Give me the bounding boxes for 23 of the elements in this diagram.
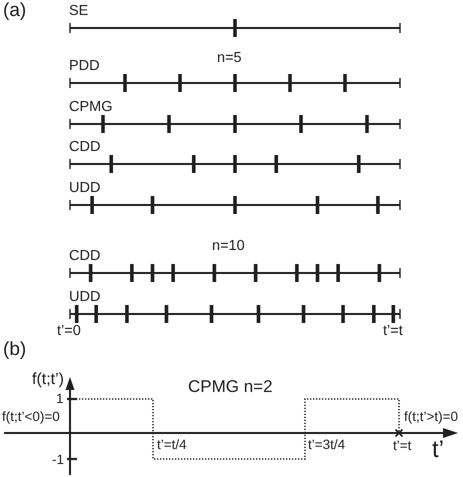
pulse-count-label: n=5 bbox=[217, 51, 242, 66]
annotation: f(t;t’>t)=0 bbox=[404, 410, 458, 424]
y-axis-label: f(t;t’) bbox=[32, 372, 64, 388]
sequence-label: CPMG bbox=[69, 100, 112, 114]
panel-label: (b) bbox=[3, 340, 26, 359]
panel-label: (a) bbox=[3, 1, 26, 20]
sequence-label: CDD bbox=[69, 140, 100, 154]
sequence-label: UDD bbox=[69, 181, 100, 196]
x-tick-label: t’=t bbox=[393, 439, 412, 452]
y-tick-label: -1 bbox=[52, 453, 64, 466]
annotation: f(t;t’<0)=0 bbox=[2, 410, 60, 424]
time-label: t’=t bbox=[383, 324, 403, 338]
sequence-label: SE bbox=[69, 4, 88, 18]
plot-title: CPMG n=2 bbox=[188, 378, 273, 395]
x-axis-label: t’ bbox=[432, 438, 444, 462]
time-label: t’=0 bbox=[57, 324, 81, 338]
pulse-count-label: n=10 bbox=[212, 239, 245, 254]
sequence-label: UDD bbox=[69, 290, 100, 304]
x-tick-label: t’=t/4 bbox=[157, 438, 187, 452]
x-tick-label: t’=3t/4 bbox=[308, 438, 346, 452]
y-tick-label: 1 bbox=[56, 392, 64, 406]
sequence-label: PDD bbox=[69, 59, 100, 74]
sequence-label: CDD bbox=[69, 249, 100, 264]
